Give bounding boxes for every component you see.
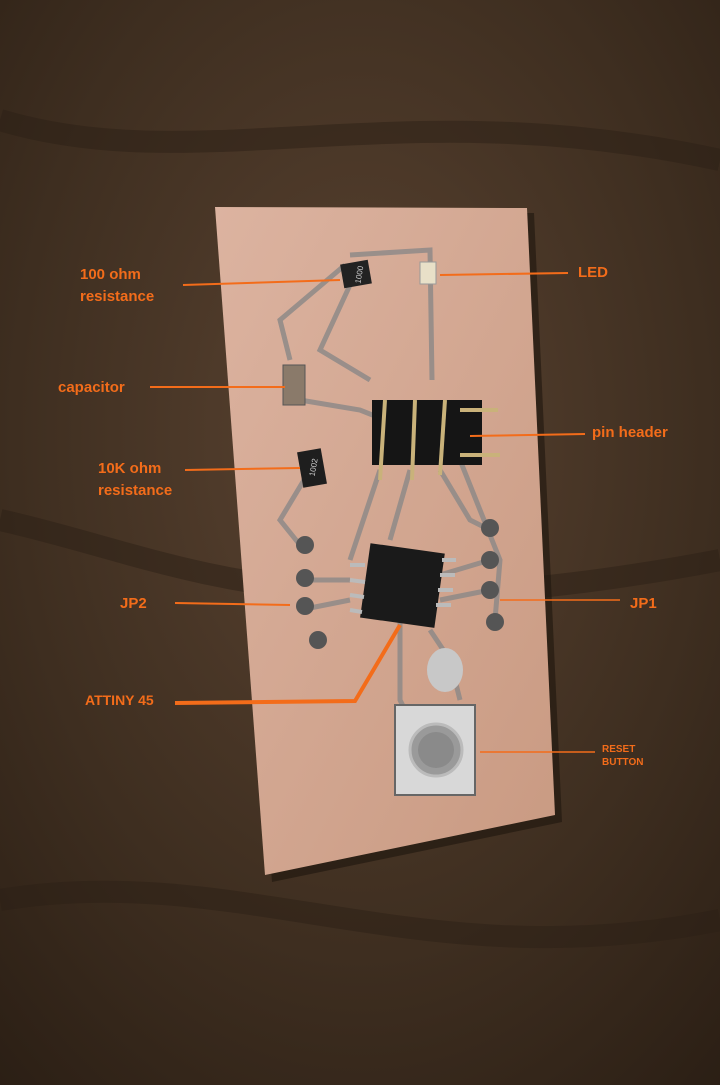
pcb-board [215, 207, 555, 875]
resistor-100-ohm [340, 259, 372, 289]
solder-blob [427, 648, 463, 692]
label-jp1: JP1 [630, 595, 657, 612]
jp2-pads [296, 536, 327, 649]
resistor-10k-marking: 1002 [308, 457, 320, 477]
label-attiny-45: ATTINY 45 [85, 692, 154, 708]
resistor-100-marking: 1000 [353, 265, 365, 285]
jp1-pads [481, 519, 504, 631]
pin-header [372, 399, 500, 481]
label-line: resistance [80, 288, 155, 305]
attiny45-chip [349, 543, 456, 628]
label-10k-ohm-resistance: 10K ohm resistance [98, 458, 172, 502]
label-100-ohm-resistance: 100 ohm resistance [80, 264, 154, 308]
capacitor [282, 364, 306, 406]
resistor-10k-ohm [297, 448, 327, 488]
label-reset-button: RESET BUTTON [602, 743, 643, 769]
led [419, 261, 437, 285]
label-led: LED [578, 264, 608, 281]
label-pin-header: pin header [592, 424, 668, 441]
label-jp2: JP2 [120, 595, 147, 612]
label-capacitor: capacitor [58, 379, 125, 396]
annotation-lines [150, 272, 620, 753]
reset-button [394, 704, 476, 796]
label-line: BUTTON [602, 757, 644, 768]
label-line: RESET [602, 744, 636, 755]
label-line: 10K ohm [98, 460, 162, 477]
label-line: 100 ohm [80, 266, 141, 283]
label-line: resistance [98, 482, 173, 499]
